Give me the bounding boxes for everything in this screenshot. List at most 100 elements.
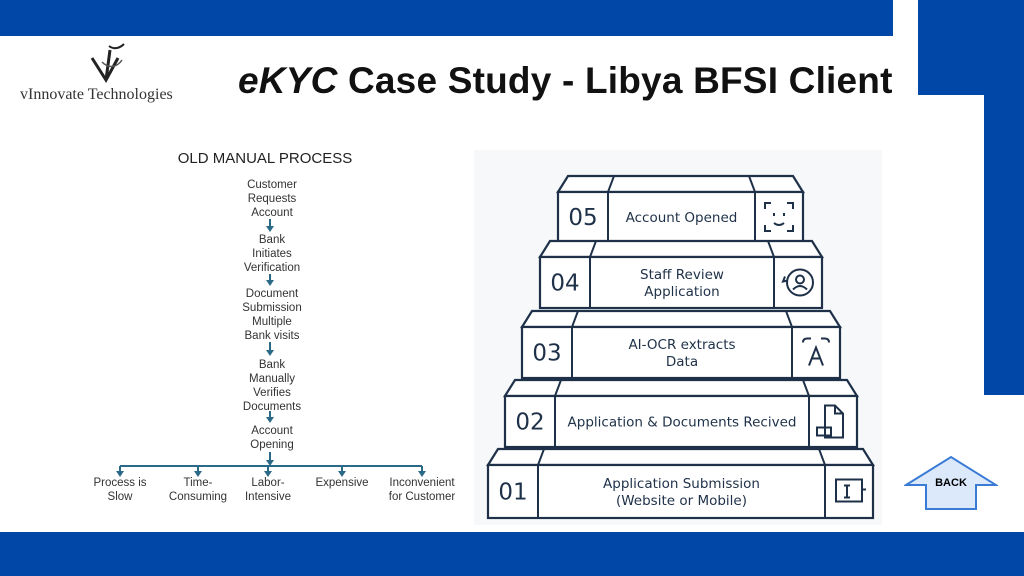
- stair-label: Staff Review: [640, 267, 724, 283]
- stair-number: 03: [532, 341, 561, 367]
- outcome-label: Expensive: [297, 476, 387, 490]
- old-step-line: Requests: [247, 193, 297, 205]
- stair-number: 02: [515, 410, 544, 436]
- outcome-line: for Customer: [388, 491, 456, 503]
- face-scan-icon: [764, 202, 794, 232]
- right-side-band: [984, 95, 1024, 395]
- stair-front: [486, 463, 875, 520]
- arrow-head-icon: [266, 460, 274, 466]
- page-title: eKYC Case Study - Libya BFSI Client: [238, 60, 893, 102]
- old-step-line: Manually: [248, 373, 296, 385]
- stair-number: 05: [568, 205, 597, 231]
- old-step-line: Account: [251, 425, 293, 437]
- stair-cap-divider: [748, 175, 756, 193]
- arrow-head-icon: [194, 471, 202, 477]
- company-logo: [14, 40, 204, 110]
- outcome-line: Expensive: [315, 477, 369, 489]
- stair-top: [520, 309, 842, 329]
- stair-front: [520, 325, 842, 380]
- old-step-line: Documents: [242, 401, 302, 413]
- outcome-label: Time- Consuming: [153, 476, 243, 504]
- old-step-line: Multiple: [252, 316, 292, 328]
- stair-top: [486, 447, 875, 467]
- back-arrow-icon: [904, 455, 998, 510]
- bottom-band: [0, 532, 1024, 576]
- old-step-line: Bank: [258, 234, 286, 246]
- stair-label: Account Opened: [626, 210, 738, 226]
- stair-cap-divider: [554, 379, 562, 397]
- old-step-line: Opening: [250, 439, 294, 451]
- top-band: [0, 0, 893, 36]
- stair-label: Application Submission: [603, 476, 760, 492]
- old-step-line: Bank: [258, 359, 286, 371]
- stair-cap-divider: [571, 310, 579, 328]
- outcome-line: Time-: [183, 477, 213, 489]
- arrow-head-icon: [418, 471, 426, 477]
- back-button[interactable]: BACK: [904, 455, 998, 511]
- arrow-head-icon: [264, 471, 272, 477]
- old-step-line: Verification: [243, 262, 301, 274]
- outcome-line: Consuming: [168, 491, 228, 503]
- stair-step: 05 Account Opened: [556, 174, 805, 244]
- stair-cap-divider: [607, 175, 615, 193]
- arrow-head-icon: [266, 226, 274, 232]
- company-name: vInnovate Technologies: [20, 86, 173, 103]
- old-step-line: Submission: [242, 302, 302, 314]
- old-step-line: Verifies: [253, 387, 291, 399]
- stair-number: 04: [550, 271, 579, 297]
- title-rest: Case Study - Libya BFSI Client: [337, 60, 893, 101]
- outcome-line: Inconvenient: [389, 477, 455, 489]
- right-band: [918, 0, 1024, 95]
- title-prefix: eKYC: [238, 60, 338, 101]
- stair-cap-divider: [767, 240, 775, 258]
- old-step-line: Initiates: [252, 248, 292, 260]
- arrow-head-icon: [116, 471, 124, 477]
- text-input-icon: [835, 478, 866, 503]
- outcome-line: Process is: [93, 477, 147, 489]
- outcome-label: Inconvenient for Customer: [377, 476, 467, 504]
- old-step-line: Bank visits: [244, 330, 300, 342]
- back-label: BACK: [935, 477, 967, 489]
- stair-cap-divider: [818, 448, 826, 466]
- stair-label: Data: [666, 354, 698, 370]
- document-icon: [816, 404, 844, 439]
- review-user-icon: [781, 268, 814, 297]
- stair-top: [538, 239, 824, 259]
- stair-label: AI-OCR extracts: [628, 337, 735, 353]
- old-step-line: Account: [251, 207, 293, 219]
- stair-cap-divider: [537, 448, 545, 466]
- ocr-scan-icon: [802, 337, 830, 366]
- stair-step: 02 Application & Documents Recived: [503, 378, 859, 449]
- stair-cap-divider: [802, 379, 810, 397]
- old-process-flow: [116, 219, 426, 477]
- old-process-heading: OLD MANUAL PROCESS: [177, 150, 353, 167]
- arrow-head-icon: [338, 471, 346, 477]
- stair-label: Application: [644, 284, 719, 300]
- arrow-head-icon: [266, 417, 274, 423]
- stair-label: (Website or Mobile): [616, 493, 747, 509]
- old-step-line: Document: [245, 288, 299, 300]
- stair-front: [503, 394, 859, 449]
- outcome-line: Intensive: [244, 491, 292, 503]
- arrow-head-icon: [266, 280, 274, 286]
- stair-number: 01: [498, 480, 527, 506]
- outcome-label: Process is Slow: [75, 476, 165, 504]
- stair-top: [556, 174, 805, 194]
- stair-cap-divider: [785, 310, 793, 328]
- outcome-line: Slow: [107, 491, 133, 503]
- outcome-line: Labor-: [251, 477, 285, 489]
- stair-cap-divider: [589, 240, 597, 258]
- outcome-label: Labor- Intensive: [223, 476, 313, 504]
- stair-step: 01 Application Submission(Website or Mobi…: [486, 447, 875, 520]
- stair-label: Application & Documents Recived: [568, 415, 797, 431]
- old-step-line: Customer: [247, 179, 297, 191]
- stair-front: [556, 190, 805, 244]
